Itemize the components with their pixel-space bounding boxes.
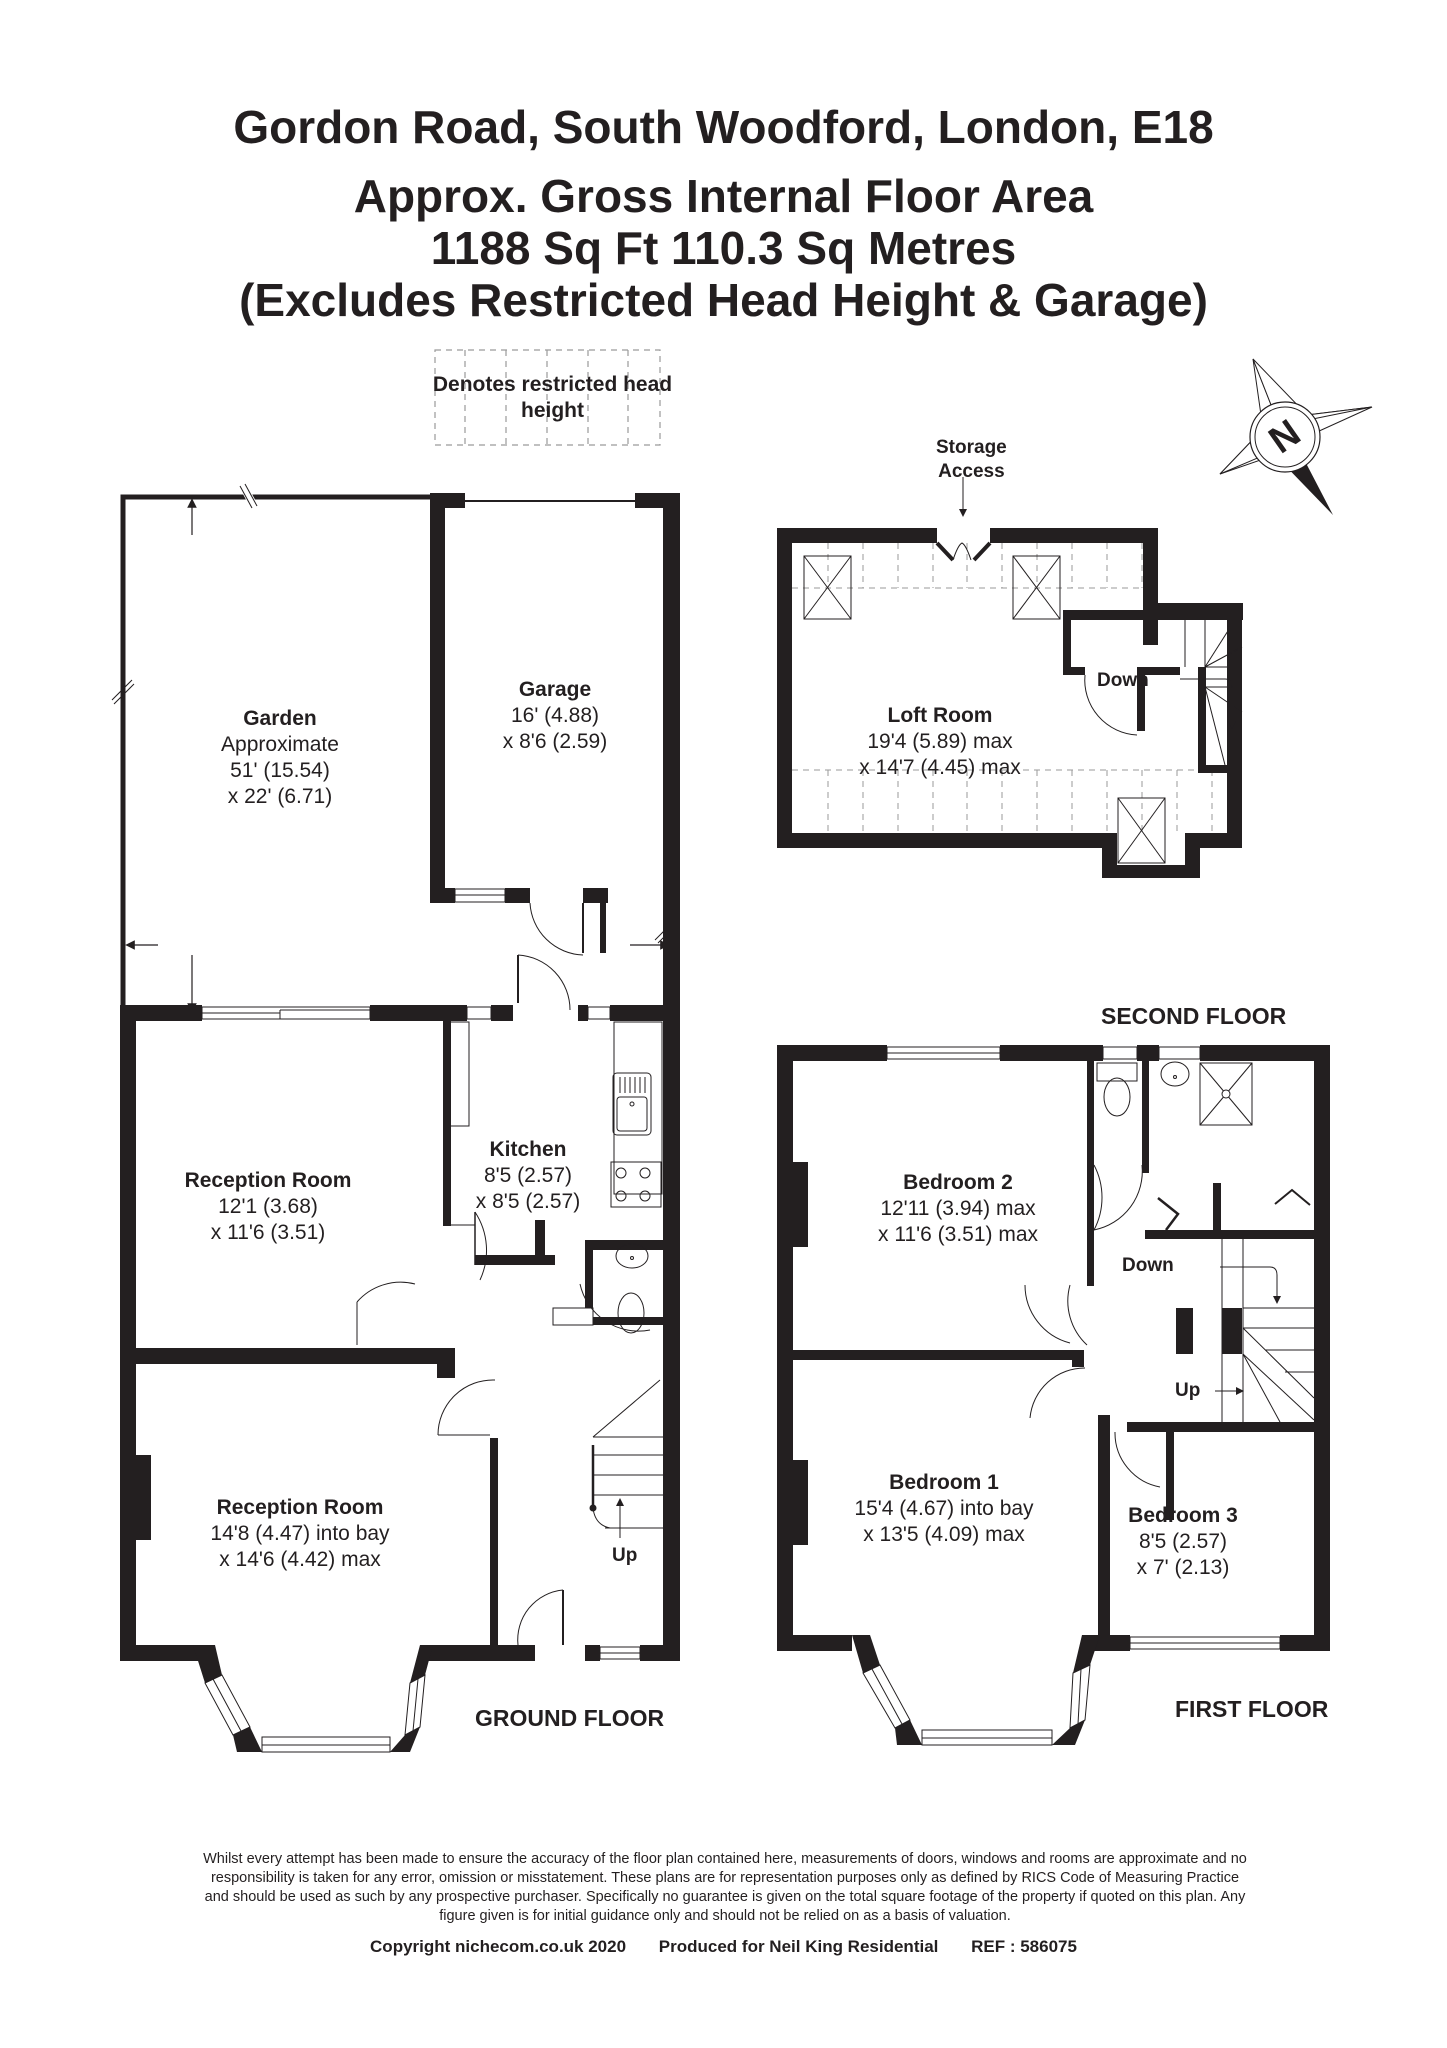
toilet-icon (552, 1292, 645, 1334)
ground-floor-title: GROUND FLOOR (475, 1705, 665, 1731)
second-floor-plan (777, 477, 1243, 878)
toilet-icon (1096, 1062, 1138, 1117)
shower-tray-icon (1199, 1062, 1253, 1126)
sink-icon (612, 1072, 652, 1136)
garage-walls (430, 493, 680, 903)
reference-number: REF : 586075 (971, 1937, 1077, 1956)
stairs-up-label-first: Up (1175, 1380, 1201, 1401)
room-label-reception-room-rear: Reception Room 12'1 (3.68) x 11'6 (3.51) (184, 1169, 352, 1244)
floor-area-summary: Approx. Gross Internal Floor Area 1188 S… (0, 170, 1447, 326)
room-label-garage: Garage 16' (4.88) x 8'6 (2.59) (502, 678, 608, 753)
stairs-down-label-first: Down (1122, 1255, 1174, 1276)
floor-area-line-1: Approx. Gross Internal Floor Area (353, 170, 1094, 222)
first-floor-plan (777, 1045, 1330, 1746)
wc-basin-icon (615, 1243, 649, 1269)
chimney-breast (136, 1455, 151, 1540)
ground-floor-plan (111, 482, 680, 1753)
room-label-reception-room-front: Reception Room 14'8 (4.47) into bay x 14… (210, 1496, 390, 1571)
first-floor-title: FIRST FLOOR (1175, 1696, 1329, 1722)
ground-floor-walls (120, 903, 680, 1661)
room-label-bedroom-3: Bedroom 3 8'5 (2.57) x 7' (2.13) (1128, 1504, 1238, 1579)
disclaimer-text: Whilst every attempt has been made to en… (203, 1851, 1247, 1924)
staircase-up (592, 1379, 663, 1538)
first-floor-walls (777, 1045, 1330, 1651)
stairs-down-label-loft: Down (1097, 670, 1149, 691)
hob-icon (610, 1161, 662, 1208)
room-label-bedroom-1: Bedroom 1 15'4 (4.67) into bay x 13'5 (4… (854, 1471, 1034, 1546)
room-label-garden: Garden Approximate 51' (15.54) x 22' (6.… (221, 707, 339, 808)
restricted-head-height-areas (792, 543, 1242, 833)
room-label-loft-room: Loft Room 19'4 (5.89) max x 14'7 (4.45) … (859, 704, 1021, 779)
bay-window (852, 1635, 1100, 1745)
produced-for-text: Produced for Neil King Residential (658, 1937, 939, 1956)
skylight-icon (803, 555, 1166, 864)
floor-area-line-3: (Excludes Restricted Head Height & Garag… (239, 274, 1208, 326)
footer-credits: Copyright nichecom.co.uk 2020 Produced f… (0, 1937, 1447, 1957)
storage-access-label: Storage Access (936, 437, 1007, 482)
staircase-down-loft (1180, 611, 1243, 766)
copyright-text: Copyright nichecom.co.uk 2020 (370, 1937, 627, 1956)
room-label-kitchen: Kitchen 8'5 (2.57) x 8'5 (2.57) (475, 1138, 581, 1213)
basin-icon (1160, 1061, 1190, 1087)
stairs-up-label-ground: Up (612, 1545, 638, 1566)
restricted-head-height-legend: Denotes restricted head height (432, 373, 673, 422)
bay-window (193, 1645, 433, 1752)
restricted-head-height-legend-swatch (434, 349, 661, 446)
garden-boundary (120, 494, 430, 1015)
north-compass-icon: N (1219, 358, 1373, 515)
property-address: Gordon Road, South Woodford, London, E18 (233, 101, 1214, 153)
room-label-bedroom-2: Bedroom 2 12'11 (3.94) max x 11'6 (3.51)… (877, 1171, 1039, 1246)
second-floor-title: SECOND FLOOR (1101, 1003, 1287, 1029)
floor-area-line-2: 1188 Sq Ft 110.3 Sq Metres (430, 222, 1017, 274)
